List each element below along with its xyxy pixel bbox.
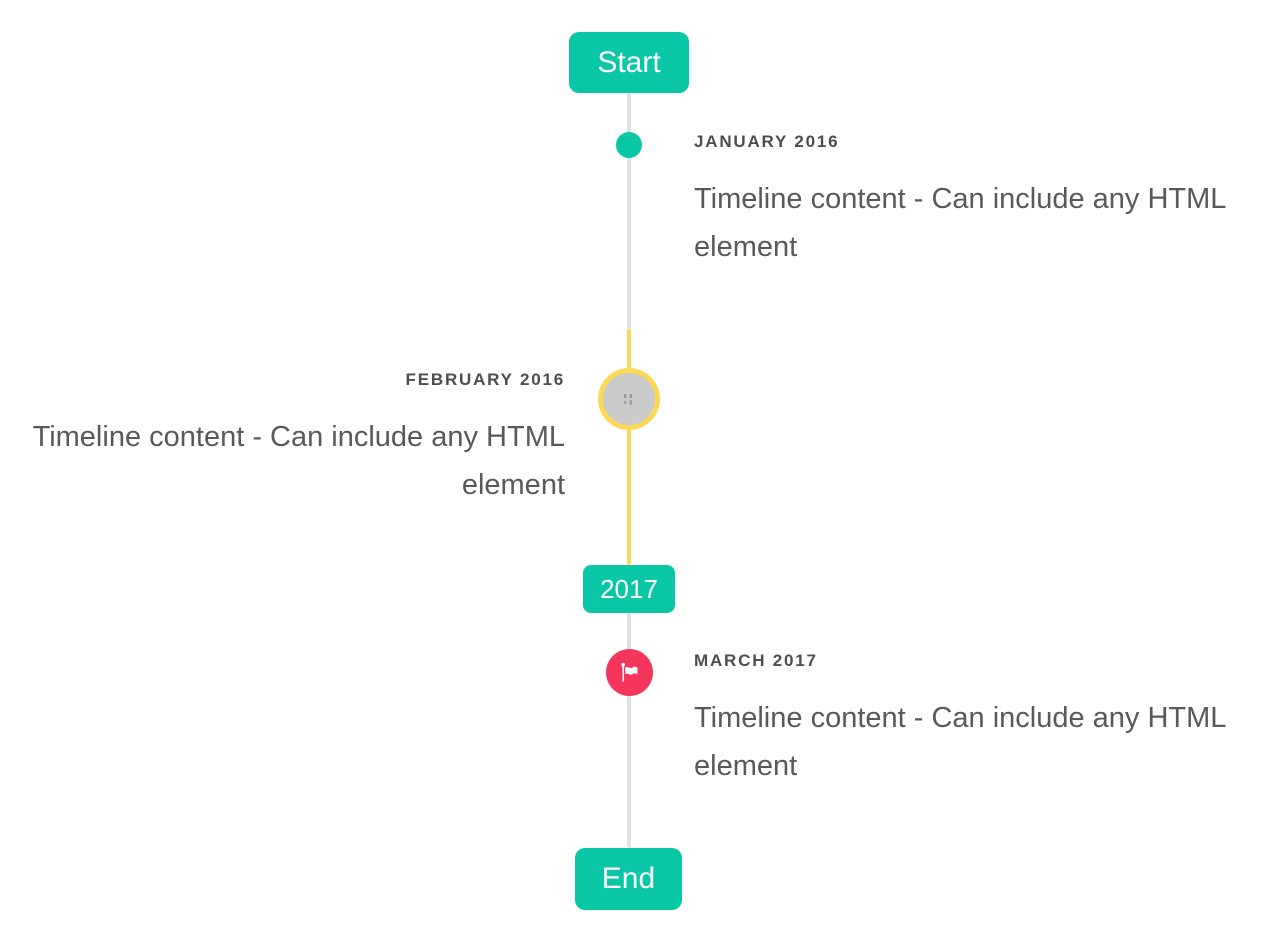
february-marker-circle[interactable]	[598, 368, 660, 430]
timeline-entry-february: FEBRUARY 2016 Timeline content - Can inc…	[25, 369, 565, 509]
start-badge[interactable]: Start	[569, 32, 689, 93]
entry-date-february: FEBRUARY 2016	[405, 370, 565, 389]
entry-content-march: Timeline content - Can include any HTML …	[694, 702, 1226, 782]
entry-date-march: MARCH 2017	[694, 651, 818, 670]
entry-content-february: Timeline content - Can include any HTML …	[32, 421, 565, 501]
entry-content-january: Timeline content - Can include any HTML …	[694, 183, 1226, 263]
timeline-line-bottom-segment	[627, 613, 631, 848]
flag-icon	[620, 662, 637, 682]
end-badge[interactable]: End	[575, 848, 682, 910]
timeline-entry-january: JANUARY 2016 Timeline content - Can incl…	[694, 131, 1234, 271]
march-marker-flag[interactable]	[606, 649, 653, 696]
timeline-line-highlight-segment	[627, 329, 631, 565]
january-marker-dot[interactable]	[616, 132, 642, 158]
entry-date-january: JANUARY 2016	[694, 132, 840, 151]
year-2017-badge[interactable]: 2017	[583, 565, 675, 613]
timeline-line-top-segment	[627, 93, 631, 329]
broken-image-icon	[623, 393, 632, 405]
timeline-entry-march: MARCH 2017 Timeline content - Can includ…	[694, 650, 1234, 790]
